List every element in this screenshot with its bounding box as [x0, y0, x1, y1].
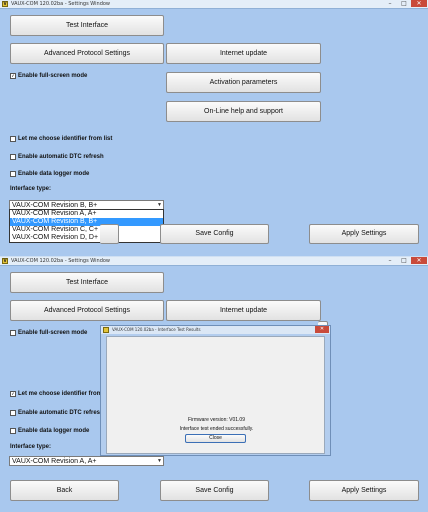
- minimize-icon[interactable]: –: [388, 257, 392, 264]
- interface-type-label: Interface type:: [10, 186, 52, 192]
- app-icon: [103, 327, 109, 333]
- checkbox-box[interactable]: [10, 136, 16, 142]
- firmware-version-text: Firmware version: V01.09: [188, 417, 245, 423]
- dtc-refresh-checkbox[interactable]: Enable automatic DTC refresh: [10, 154, 104, 160]
- title-bar[interactable]: V VAUX-COM 120.02ba - Settings Window – …: [0, 257, 428, 266]
- checkbox-label: Enable data logger mode: [18, 171, 90, 177]
- advanced-protocol-settings-button[interactable]: Advanced Protocol Settings: [10, 43, 164, 64]
- checkbox-box[interactable]: ✓: [10, 391, 16, 397]
- minimize-icon[interactable]: –: [388, 0, 392, 7]
- checkbox-label: Enable automatic DTC refresh: [18, 154, 104, 160]
- close-icon[interactable]: ✕: [411, 257, 427, 264]
- test-result-message: Interface test ended successfully.: [179, 426, 254, 432]
- data-logger-checkbox[interactable]: Enable data logger mode: [10, 171, 89, 177]
- app-icon: V: [2, 1, 8, 7]
- save-config-button[interactable]: Save Config: [160, 224, 269, 244]
- interface-type-select[interactable]: VAUX-COM Revision A, A+ ▼: [9, 456, 164, 466]
- interface-type-label: Interface type:: [10, 444, 52, 450]
- choose-identifier-checkbox[interactable]: Let me choose identifier from list: [10, 136, 112, 142]
- checkbox-label: Enable data logger mode: [18, 428, 90, 434]
- chevron-down-icon[interactable]: ▼: [157, 458, 162, 464]
- app-icon: V: [2, 258, 8, 264]
- settings-window-top: V VAUX-COM 120.02ba - Settings Window – …: [0, 0, 428, 256]
- apply-settings-button[interactable]: Apply Settings: [309, 480, 419, 501]
- dialog-body: Firmware version: V01.09 Interface test …: [106, 336, 325, 454]
- dropdown-option[interactable]: VAUX-COM Revision A, A+: [12, 210, 97, 217]
- dropdown-option[interactable]: VAUX-COM Revision D, D+: [12, 234, 99, 241]
- choose-identifier-checkbox[interactable]: ✓ Let me choose identifier from list: [10, 391, 112, 397]
- window-title: VAUX-COM 120.02ba - Settings Window: [11, 1, 111, 7]
- title-bar[interactable]: V VAUX-COM 120.02ba - Settings Window – …: [0, 0, 428, 9]
- data-logger-checkbox[interactable]: Enable data logger mode: [10, 428, 89, 434]
- chevron-down-icon[interactable]: ▼: [157, 202, 162, 208]
- dialog-title-bar[interactable]: VAUX-COM 120.02ba - Interface Test Resul…: [101, 326, 330, 334]
- window-title: VAUX-COM 120.02ba - Settings Window: [11, 258, 111, 264]
- close-button[interactable]: Close: [185, 434, 246, 443]
- select-value: VAUX-COM Revision A, A+: [12, 458, 97, 465]
- test-interface-button[interactable]: Test Interface: [10, 15, 164, 36]
- checkbox-label: Let me choose identifier from list: [18, 136, 113, 142]
- interface-type-dropdown[interactable]: VAUX-COM Revision A, A+ VAUX-COM Revisio…: [9, 209, 164, 243]
- checkbox-box[interactable]: [10, 154, 16, 160]
- back-button-partial[interactable]: [100, 224, 119, 244]
- dtc-refresh-checkbox[interactable]: Enable automatic DTC refresh: [10, 410, 104, 416]
- test-interface-button[interactable]: Test Interface: [10, 272, 164, 293]
- checkbox-label: Enable full-screen mode: [18, 330, 88, 336]
- back-button[interactable]: Back: [10, 480, 119, 501]
- activation-parameters-button[interactable]: Activation parameters: [166, 72, 321, 93]
- maximize-icon[interactable]: □: [401, 257, 407, 264]
- select-value: VAUX-COM Revision B, B+: [12, 202, 98, 209]
- checkbox-label: Let me choose identifier from list: [18, 391, 113, 397]
- dropdown-option[interactable]: VAUX-COM Revision C, C+: [12, 226, 99, 233]
- dialog-title: VAUX-COM 120.02ba - Interface Test Resul…: [112, 327, 201, 332]
- checkbox-label: Enable automatic DTC refresh: [18, 410, 104, 416]
- checkbox-box[interactable]: ✓: [10, 73, 16, 79]
- checkbox-label: Enable full-screen mode: [18, 73, 88, 79]
- dropdown-option-selected[interactable]: VAUX-COM Revision B, B+: [10, 218, 163, 226]
- apply-settings-button[interactable]: Apply Settings: [309, 224, 419, 244]
- fullscreen-checkbox[interactable]: Enable full-screen mode: [10, 330, 87, 336]
- settings-window-bottom: V VAUX-COM 120.02ba - Settings Window – …: [0, 257, 428, 512]
- online-help-button[interactable]: On-Line help and support: [166, 101, 321, 122]
- interface-test-results-dialog: VAUX-COM 120.02ba - Interface Test Resul…: [100, 325, 331, 456]
- advanced-protocol-settings-button[interactable]: Advanced Protocol Settings: [10, 300, 164, 321]
- save-config-button[interactable]: Save Config: [160, 480, 269, 501]
- dialog-close-icon[interactable]: ✕: [315, 326, 329, 333]
- checkbox-box[interactable]: [10, 428, 16, 434]
- internet-update-button[interactable]: Internet update: [166, 43, 321, 64]
- checkbox-box[interactable]: [10, 330, 16, 336]
- fullscreen-checkbox[interactable]: ✓ Enable full-screen mode: [10, 73, 87, 79]
- close-icon[interactable]: ✕: [411, 0, 427, 7]
- maximize-icon[interactable]: □: [401, 0, 407, 7]
- internet-update-button[interactable]: Internet update: [166, 300, 321, 321]
- checkbox-box[interactable]: [10, 171, 16, 177]
- checkbox-box[interactable]: [10, 410, 16, 416]
